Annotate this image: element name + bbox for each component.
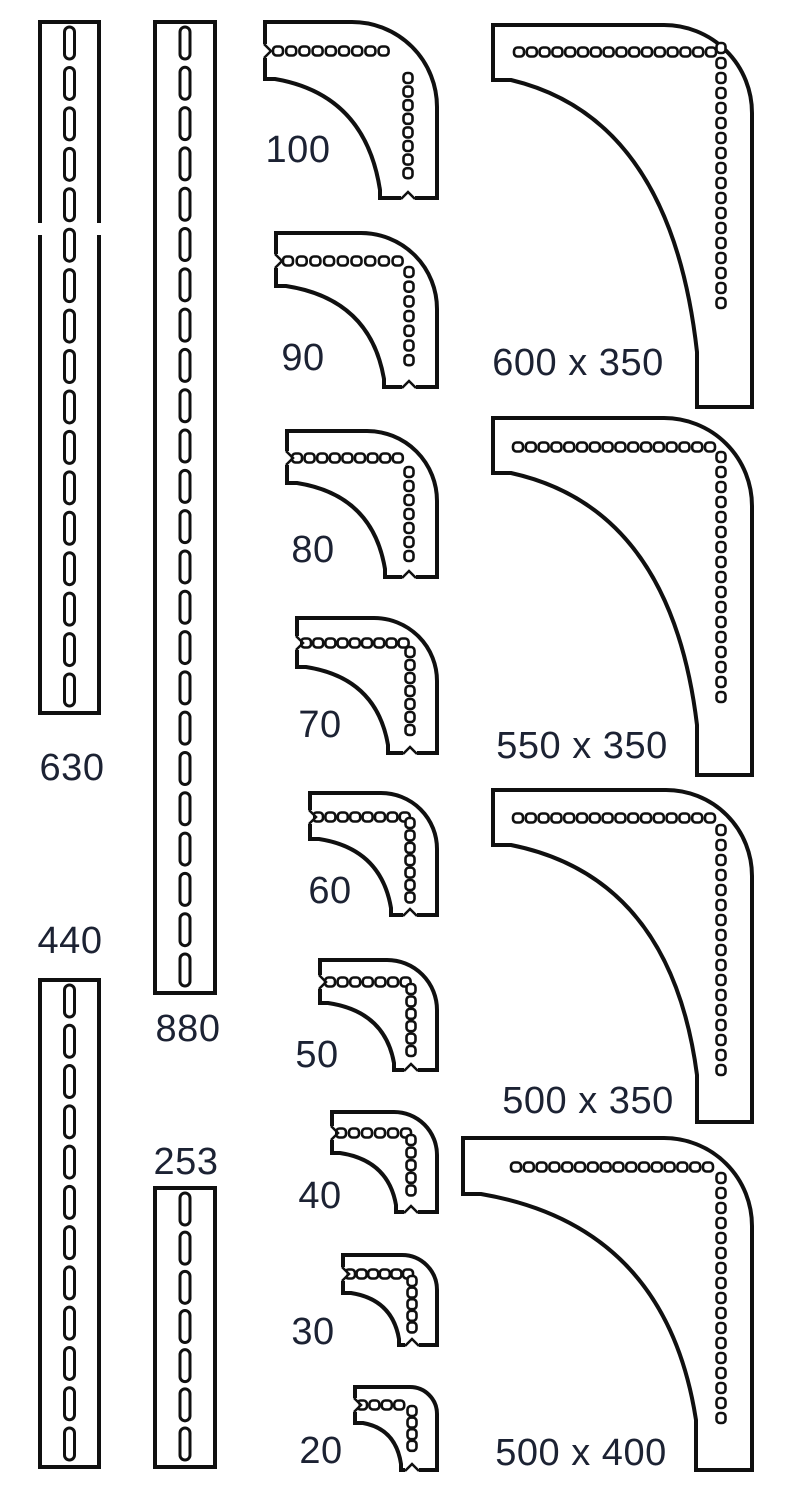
label-corner-100: 100 (265, 129, 331, 171)
part-corner-550x350 (491, 416, 754, 777)
label-strip-253: 253 (153, 1141, 219, 1183)
label-strip-630: 630 (39, 747, 105, 789)
label-corner-500x400: 500 x 400 (495, 1432, 667, 1474)
label-corner-80: 80 (291, 529, 335, 571)
label-corner-40: 40 (298, 1175, 342, 1217)
part-corner-80 (284, 429, 439, 580)
label-corner-70: 70 (298, 704, 342, 746)
part-corner-30 (340, 1253, 439, 1348)
part-corner-60 (307, 791, 439, 918)
label-strip-440: 440 (37, 920, 103, 962)
part-strip-253 (153, 1186, 217, 1469)
part-strip-630 (36, 20, 103, 715)
label-strip-880: 880 (155, 1008, 221, 1050)
part-corner-500x400 (461, 1136, 754, 1472)
part-corner-70 (294, 616, 439, 756)
part-corner-100 (262, 20, 439, 201)
part-corner-500x350 (491, 788, 754, 1124)
label-corner-30: 30 (291, 1311, 335, 1353)
part-corner-50 (317, 958, 439, 1073)
part-corner-20 (352, 1385, 439, 1473)
label-corner-20: 20 (299, 1430, 343, 1472)
label-corner-90: 90 (281, 337, 325, 379)
part-strip-440 (38, 978, 101, 1469)
label-corner-600x350: 600 x 350 (492, 342, 664, 384)
label-corner-550x350: 550 x 350 (496, 725, 668, 767)
part-corner-40 (329, 1110, 439, 1215)
part-corner-600x350 (491, 23, 754, 409)
part-corner-90 (273, 231, 439, 390)
part-strip-880 (153, 20, 217, 995)
label-corner-500x350: 500 x 350 (502, 1080, 674, 1122)
label-corner-60: 60 (308, 870, 352, 912)
label-corner-50: 50 (295, 1034, 339, 1076)
